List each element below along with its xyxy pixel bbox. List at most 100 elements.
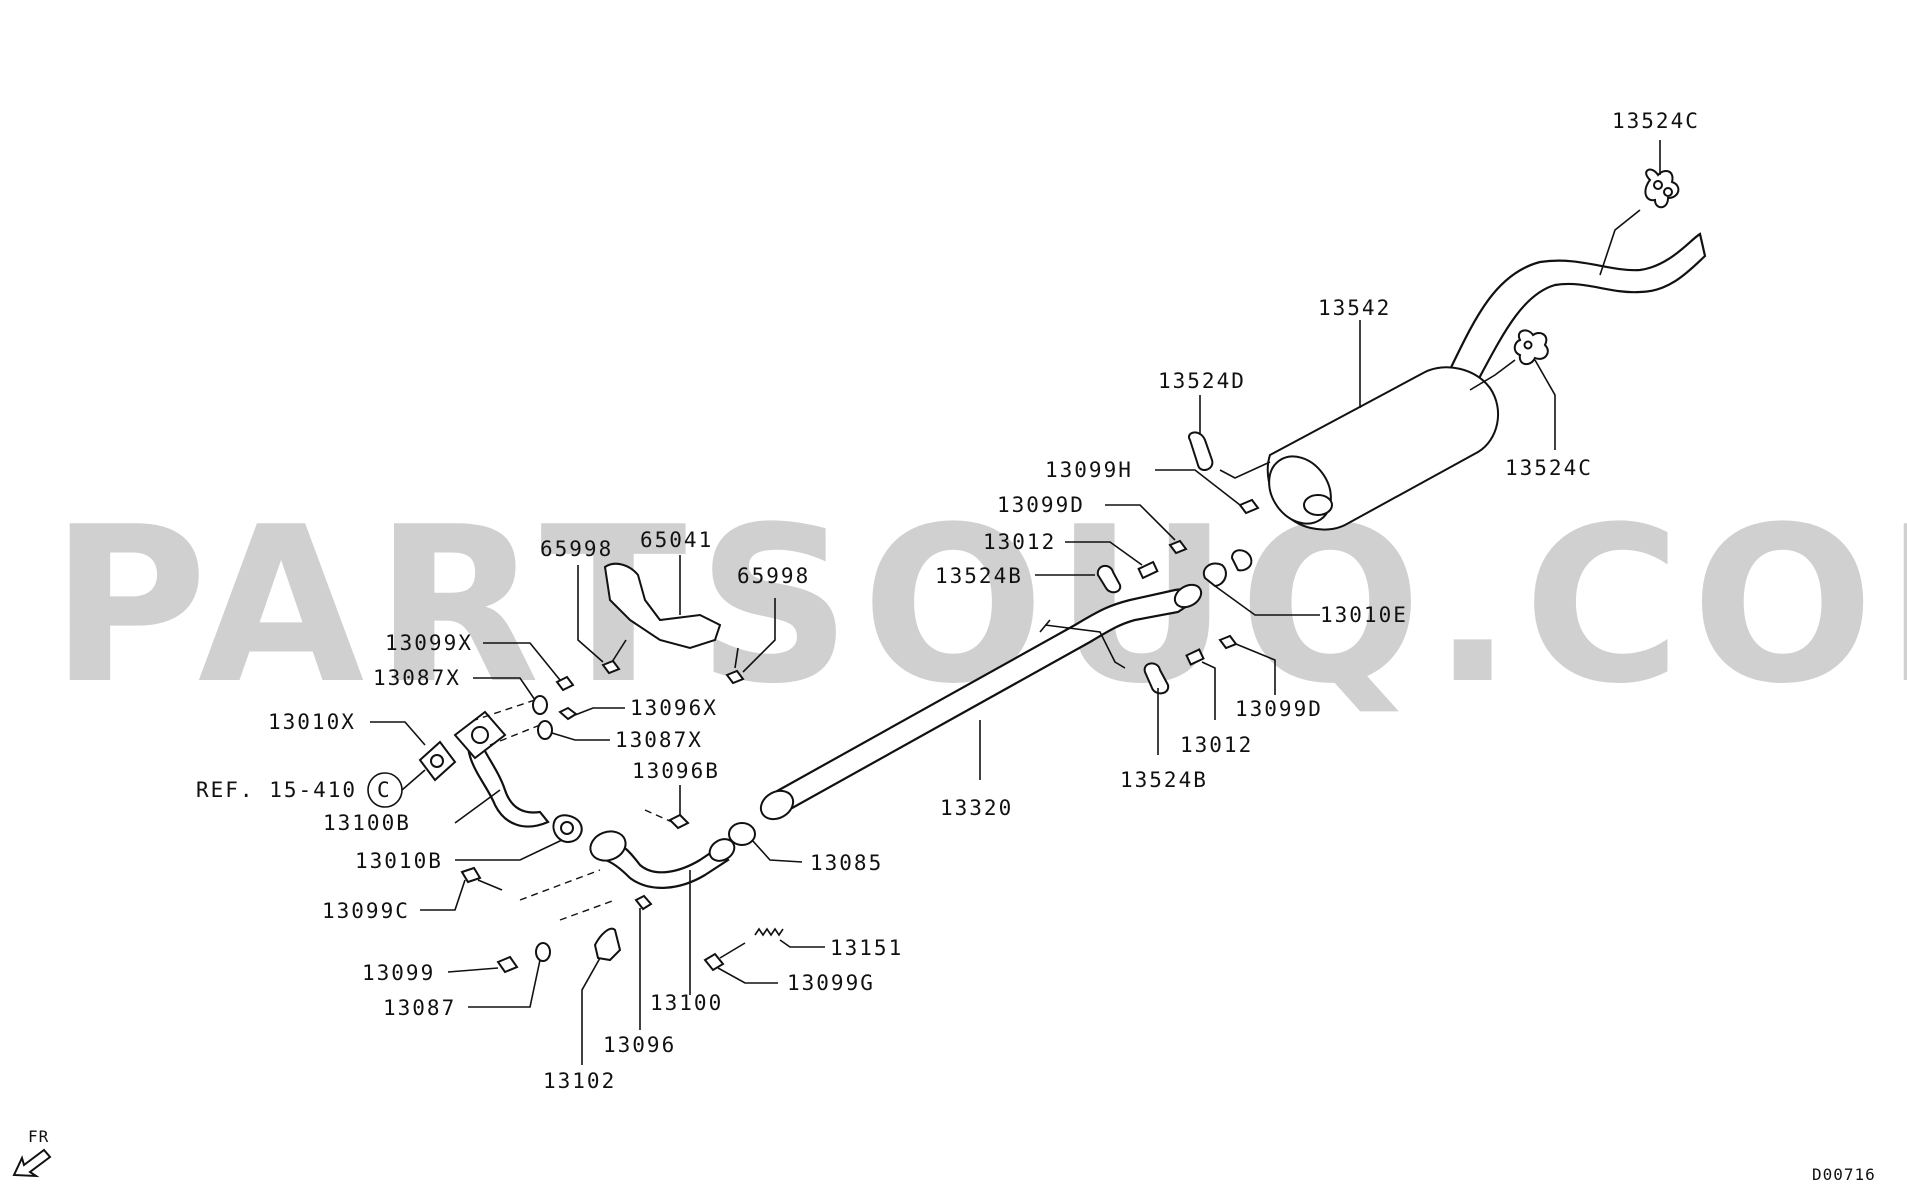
gasket-hole bbox=[430, 754, 444, 768]
label-13087X-right: 13087X bbox=[615, 728, 703, 752]
leader-13099D-top bbox=[1105, 504, 1176, 541]
leader-13012-top bbox=[1065, 541, 1143, 566]
direction-label: FR bbox=[28, 1127, 49, 1146]
leader-13010E bbox=[1214, 585, 1320, 616]
leader-13085 bbox=[751, 839, 803, 863]
label-13085: 13085 bbox=[810, 851, 883, 875]
label-13096X: 13096X bbox=[630, 696, 718, 720]
leader-65998-left bbox=[577, 565, 604, 663]
label-13099C: 13099C bbox=[322, 899, 410, 923]
stopper-13012-top bbox=[1137, 560, 1159, 580]
nut-13096B bbox=[668, 813, 690, 830]
assembly-line bbox=[519, 869, 601, 901]
leader-13099D-bottom bbox=[1235, 643, 1276, 695]
bolt-65998-right bbox=[725, 669, 745, 685]
leader-13099C bbox=[420, 879, 466, 911]
label-13012-bottom: 13012 bbox=[1180, 733, 1253, 757]
leader-13099X bbox=[483, 642, 561, 681]
label-13010E: 13010E bbox=[1320, 603, 1408, 627]
hanger-rubber-13524C-top bbox=[1644, 168, 1680, 209]
bolt-13099G bbox=[703, 952, 725, 972]
bolt-13099H bbox=[1238, 498, 1260, 515]
center-pipe-bracket-arm bbox=[1039, 619, 1051, 633]
hanger-rubber-13524B-top bbox=[1096, 564, 1122, 594]
leader-13096X bbox=[574, 707, 625, 716]
label-13542: 13542 bbox=[1318, 296, 1391, 320]
leader-13087X-right bbox=[551, 732, 610, 741]
label-13099: 13099 bbox=[362, 961, 435, 985]
washer-13087 bbox=[535, 942, 551, 962]
leader-13151 bbox=[779, 939, 825, 948]
heat-protector-65041 bbox=[603, 562, 722, 650]
leader-13010X bbox=[370, 721, 426, 746]
bracket-13102 bbox=[593, 927, 622, 962]
leader-reference bbox=[401, 769, 426, 791]
label-13087X-left: 13087X bbox=[373, 666, 461, 690]
tail-pipe bbox=[1438, 232, 1707, 397]
assembly-line bbox=[644, 809, 673, 823]
gasket-13010E bbox=[1202, 562, 1227, 588]
leader-13087 bbox=[468, 959, 541, 1008]
hanger-rubber-13524D bbox=[1188, 431, 1214, 472]
stopper-13012-bottom bbox=[1185, 648, 1205, 666]
label-13099H: 13099H bbox=[1045, 458, 1133, 482]
gasket-hole bbox=[560, 821, 574, 835]
hanger-hole bbox=[1663, 187, 1673, 197]
callout-labels: 13524C 13542 13524D 13524C 13099H 13099D… bbox=[12, 109, 1876, 1184]
label-13524C-top: 13524C bbox=[1612, 109, 1700, 133]
front-pipe-flange bbox=[589, 830, 627, 862]
spring-13151 bbox=[754, 927, 784, 937]
bolt-13099C-shaft bbox=[477, 879, 503, 891]
label-65041: 65041 bbox=[640, 528, 713, 552]
leader-65998-right bbox=[742, 598, 776, 673]
label-13010B: 13010B bbox=[355, 849, 443, 873]
bolt-13099G-shaft bbox=[719, 942, 746, 959]
assembly-line bbox=[489, 724, 541, 746]
bolt-13099X bbox=[555, 675, 575, 692]
bolt-65998-left-shaft bbox=[611, 639, 627, 663]
center-pipe-flange-rear bbox=[1173, 583, 1203, 609]
leader-13012-bottom bbox=[1201, 661, 1216, 720]
exhaust-system-drawing bbox=[418, 168, 1707, 974]
label-13524D: 13524D bbox=[1158, 369, 1246, 393]
tail-hanger-rod-right bbox=[1469, 359, 1516, 391]
leader-13100B bbox=[454, 789, 501, 824]
assembly-line bbox=[559, 899, 616, 921]
label-13010X: 13010X bbox=[268, 710, 356, 734]
bolt-65998-right-shaft bbox=[734, 647, 739, 669]
label-13100: 13100 bbox=[650, 991, 723, 1015]
bolt-13099D-top bbox=[1168, 539, 1188, 555]
gasket-rear bbox=[1230, 549, 1253, 572]
label-65998-left: 65998 bbox=[540, 537, 613, 561]
forward-arrow-icon bbox=[12, 1148, 52, 1178]
leader-13102 bbox=[581, 957, 601, 1065]
label-13012-top: 13012 bbox=[983, 530, 1056, 554]
label-13099D-top: 13099D bbox=[997, 493, 1085, 517]
label-13087: 13087 bbox=[383, 996, 456, 1020]
bolt-13099 bbox=[496, 955, 519, 974]
label-65998-right: 65998 bbox=[737, 564, 810, 588]
label-13099X: 13099X bbox=[385, 631, 473, 655]
label-13102: 13102 bbox=[543, 1069, 616, 1093]
bolt-65998-left bbox=[601, 659, 621, 675]
reference-circle-letter: C bbox=[377, 778, 392, 802]
reference-label: REF. 15-410 bbox=[196, 778, 357, 802]
label-13099D-bottom: 13099D bbox=[1235, 697, 1323, 721]
tail-hanger-rod bbox=[1599, 209, 1641, 276]
label-13096B: 13096B bbox=[632, 759, 720, 783]
label-13151: 13151 bbox=[830, 936, 903, 960]
front-pipe bbox=[603, 841, 730, 889]
leader-13010B bbox=[455, 839, 563, 861]
leader-lines bbox=[370, 140, 1661, 1065]
leader-13099H bbox=[1155, 469, 1241, 506]
leader-13099G bbox=[717, 967, 778, 984]
assembly-line bbox=[474, 699, 536, 721]
hanger-hole bbox=[1653, 180, 1663, 190]
front-pipe-rear-flange bbox=[708, 838, 736, 862]
diagram-code: D00716 bbox=[1812, 1165, 1876, 1184]
label-13524B-bottom: 13524B bbox=[1120, 768, 1208, 792]
label-13099G: 13099G bbox=[787, 971, 875, 995]
leader-13087X-left bbox=[473, 677, 536, 701]
nut-13096 bbox=[634, 894, 653, 911]
